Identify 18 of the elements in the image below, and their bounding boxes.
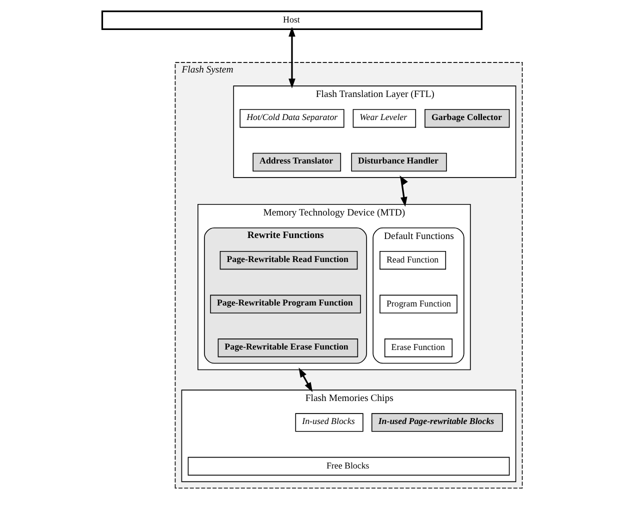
node-box: In-used Page-rewritable Blocks <box>370 413 502 432</box>
node-box: Garbage Collector <box>424 109 510 128</box>
arrow <box>298 368 312 392</box>
node-box: Erase Function <box>384 338 452 358</box>
node-box: Free Blocks <box>187 456 510 476</box>
arrow <box>399 176 408 207</box>
node-box: Page-Rewritable Read Function <box>219 250 358 270</box>
node-box: Page-Rewritable Program Function <box>210 294 360 314</box>
node-box: Disturbance Handler <box>350 152 446 172</box>
node-box: Host <box>100 10 482 30</box>
node-box: In-used Blocks <box>294 413 363 432</box>
node-box: Wear Leveler <box>352 109 416 128</box>
arrow <box>288 26 295 88</box>
node-box: Read Function <box>379 250 446 270</box>
node-box: Program Function <box>379 294 457 314</box>
node-box: Address Translator <box>252 152 341 172</box>
node-box: Hot/Cold Data Separator <box>239 109 344 128</box>
node-box: Page-Rewritable Erase Function <box>217 338 358 358</box>
